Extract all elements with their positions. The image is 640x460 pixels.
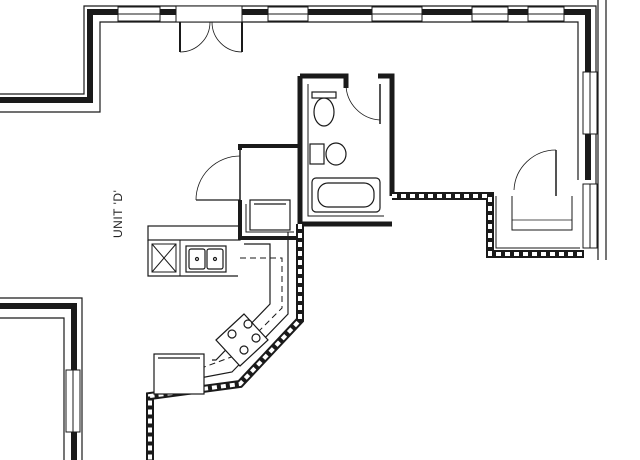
bathroom	[297, 73, 395, 227]
lower-cabinet	[153, 353, 205, 395]
kitchen-counter	[147, 225, 241, 277]
stove-icon	[215, 313, 269, 367]
toilet-icon	[311, 91, 337, 127]
exterior-walls	[0, 0, 607, 460]
unit-label: UNIT 'D'	[111, 190, 125, 238]
corridor-wall	[392, 192, 584, 258]
window-group-right	[582, 71, 598, 249]
bathtub-icon	[311, 177, 381, 213]
kitchen-angled-wall	[146, 224, 304, 460]
kitchen-sink-icon	[185, 245, 227, 273]
window-group-left	[65, 369, 81, 433]
bathroom-sink-icon	[309, 142, 347, 166]
window-group-top	[117, 6, 565, 22]
entry-double-door	[175, 5, 243, 53]
dishwasher-icon	[151, 243, 177, 273]
refrigerator-icon	[249, 199, 291, 231]
right-closet	[495, 149, 580, 249]
